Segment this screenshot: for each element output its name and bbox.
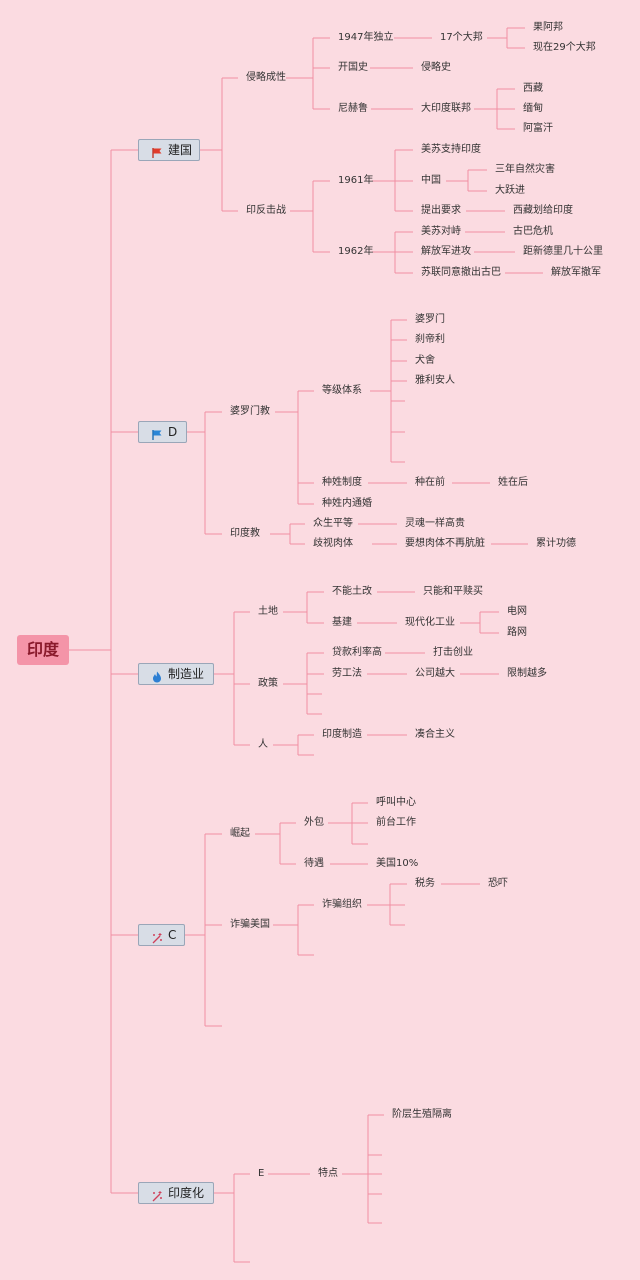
node-fair-buy[interactable]: 只能和平赎买 [423,586,483,597]
node-labor-law[interactable]: 劳工法 [332,668,362,679]
branch-jianguo[interactable]: 建国 [138,139,200,161]
node-cuba-crisis[interactable]: 古巴危机 [513,226,553,237]
node-su-withdraw[interactable]: 苏联同意撤出古巴 [421,267,501,278]
node-nehru[interactable]: 尼赫鲁 [338,103,368,114]
node-tibet-cede[interactable]: 西藏划给印度 [513,205,573,216]
branch-label: D [168,425,178,439]
node-us-su-support[interactable]: 美苏支持印度 [421,144,481,155]
node-loan-rate[interactable]: 贷款利率高 [332,647,382,658]
node-threat[interactable]: 恐吓 [488,878,508,889]
node-caste-first[interactable]: 种在前 [415,477,445,488]
node-tax[interactable]: 税务 [415,878,435,889]
node-road-network[interactable]: 路网 [507,627,527,638]
node-afghanistan[interactable]: 阿富汗 [523,123,553,134]
node-equality[interactable]: 众生平等 [313,518,353,529]
node-scam-us[interactable]: 诈骗美国 [230,919,270,930]
node-pla-withdraw[interactable]: 解放军撤军 [551,267,601,278]
branch-label: 印度化 [168,1186,205,1200]
sparkle-icon [151,1187,163,1202]
node-kshatriya[interactable]: 刹帝利 [415,334,445,345]
node-endogamy[interactable]: 种姓内通婚 [322,498,372,509]
node-17-states[interactable]: 17个大邦 [440,32,483,43]
node-goa[interactable]: 果阿邦 [533,22,563,33]
node-jugaad[interactable]: 凑合主义 [415,729,455,740]
node-aggression[interactable]: 侵略成性 [246,72,286,83]
branch-d[interactable]: D [138,421,187,443]
node-infrastructure[interactable]: 基建 [332,617,352,628]
node-rise[interactable]: 崛起 [230,828,250,839]
node-29-states[interactable]: 现在29个大邦 [533,42,596,53]
node-class-isolation[interactable]: 阶层生殖隔离 [392,1109,452,1120]
node-brahmanism[interactable]: 婆罗门教 [230,406,270,417]
node-1962[interactable]: 1962年 [338,246,374,257]
root-node[interactable]: 印度 [17,635,69,665]
flame-icon [151,668,163,683]
node-e[interactable]: E [258,1168,265,1179]
node-counterattack[interactable]: 印反击战 [246,205,286,216]
node-greater-india[interactable]: 大印度联邦 [421,103,471,114]
node-no-land-reform[interactable]: 不能土改 [332,586,372,597]
node-tibet[interactable]: 西藏 [523,83,543,94]
node-china[interactable]: 中国 [421,175,441,186]
node-pla-advance[interactable]: 解放军进攻 [421,246,471,257]
branch-c[interactable]: C [138,924,185,946]
node-surname-after[interactable]: 姓在后 [498,477,528,488]
node-independence-1947[interactable]: 1947年独立 [338,32,394,43]
branch-indianization[interactable]: 印度化 [138,1182,214,1204]
node-despise-body[interactable]: 歧视肉体 [313,538,353,549]
branch-label: 建国 [168,143,193,157]
node-scam-org[interactable]: 诈骗组织 [322,899,362,910]
node-1961[interactable]: 1961年 [338,175,374,186]
node-more-limits[interactable]: 限制越多 [507,668,547,679]
node-outsourcing[interactable]: 外包 [304,817,324,828]
node-natural-disaster[interactable]: 三年自然灾害 [495,164,555,175]
node-burma[interactable]: 缅甸 [523,103,543,114]
node-founding-history[interactable]: 开国史 [338,62,368,73]
node-bigger-company[interactable]: 公司越大 [415,668,455,679]
node-vaishya[interactable]: 犬舍 [415,355,435,366]
node-demand[interactable]: 提出要求 [421,205,461,216]
red-flag-icon [151,144,163,158]
node-us-su-confront[interactable]: 美苏对峙 [421,226,461,237]
node-aryan[interactable]: 雅利安人 [415,375,455,386]
node-merit[interactable]: 累计功德 [536,538,576,549]
node-treatment[interactable]: 待遇 [304,858,324,869]
branch-manufacturing[interactable]: 制造业 [138,663,214,685]
node-invasion-history[interactable]: 侵略史 [421,62,451,73]
node-land[interactable]: 土地 [258,606,278,617]
node-features[interactable]: 特点 [318,1168,338,1179]
node-caste-hierarchy[interactable]: 等级体系 [322,385,362,396]
node-us-10-percent[interactable]: 美国10% [376,858,419,869]
branch-label: C [168,928,177,942]
node-power-grid[interactable]: 电网 [507,606,527,617]
node-hinduism[interactable]: 印度教 [230,528,260,539]
node-brahmin[interactable]: 婆罗门 [415,314,445,325]
sparkle-icon [151,929,163,944]
node-great-leap[interactable]: 大跃进 [495,185,525,196]
node-people[interactable]: 人 [258,739,268,750]
node-body-clean[interactable]: 要想肉体不再肮脏 [405,538,485,549]
node-policy[interactable]: 政策 [258,678,278,689]
node-distance-delhi[interactable]: 距新德里几十公里 [523,246,603,257]
node-front-desk[interactable]: 前台工作 [376,817,416,828]
node-hit-startup[interactable]: 打击创业 [433,647,473,658]
node-make-in-india[interactable]: 印度制造 [322,729,362,740]
node-modern-industry[interactable]: 现代化工业 [405,617,455,628]
blue-flag-icon [151,426,163,440]
branch-label: 制造业 [168,667,205,681]
node-call-center[interactable]: 呼叫中心 [376,797,416,808]
node-soul-noble[interactable]: 灵魂一样高贵 [405,518,465,529]
node-caste-system[interactable]: 种姓制度 [322,477,362,488]
